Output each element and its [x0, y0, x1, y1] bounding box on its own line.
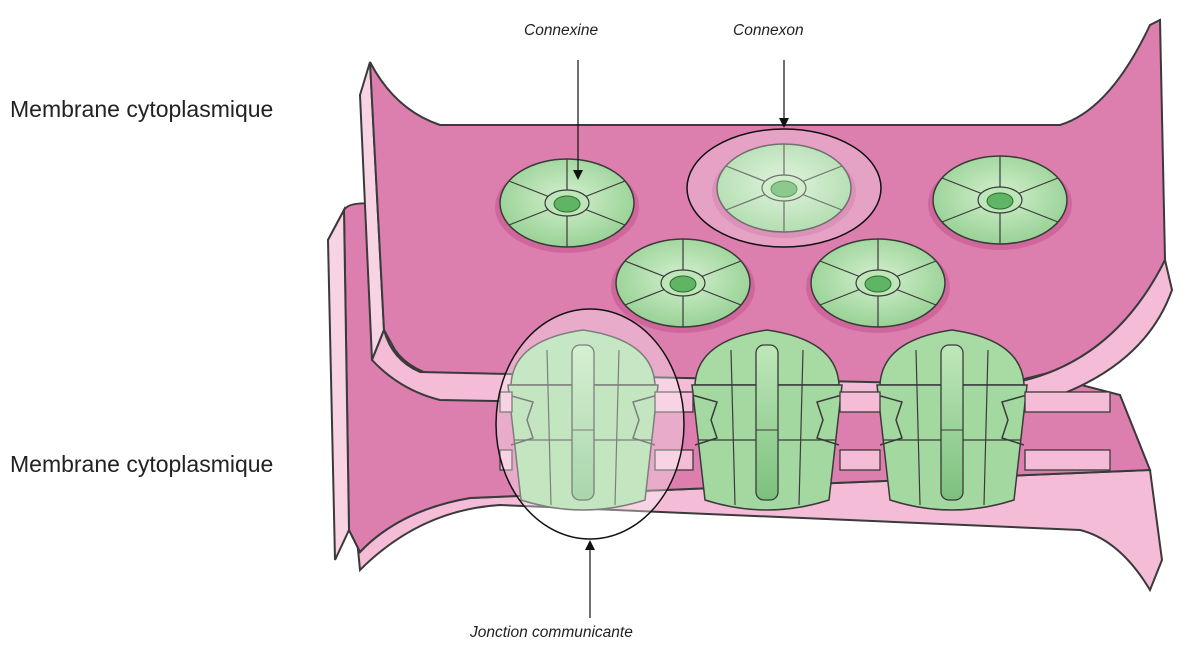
membrane-label-top: Membrane cytoplasmique	[10, 96, 273, 123]
connexon-label: Connexon	[733, 22, 804, 40]
connexon-disc	[495, 159, 639, 253]
connexon-disc	[806, 239, 950, 333]
membrane-label-bottom: Membrane cytoplasmique	[10, 451, 273, 478]
junction-channel	[877, 330, 1027, 510]
connexon-highlight	[687, 129, 881, 247]
junction-channel	[692, 330, 842, 510]
connexine-label: Connexine	[524, 22, 598, 40]
junction-highlight	[496, 309, 684, 539]
connexon-disc	[928, 156, 1072, 250]
jonction-label: Jonction communicante	[470, 624, 633, 642]
connexon-disc	[611, 239, 755, 333]
